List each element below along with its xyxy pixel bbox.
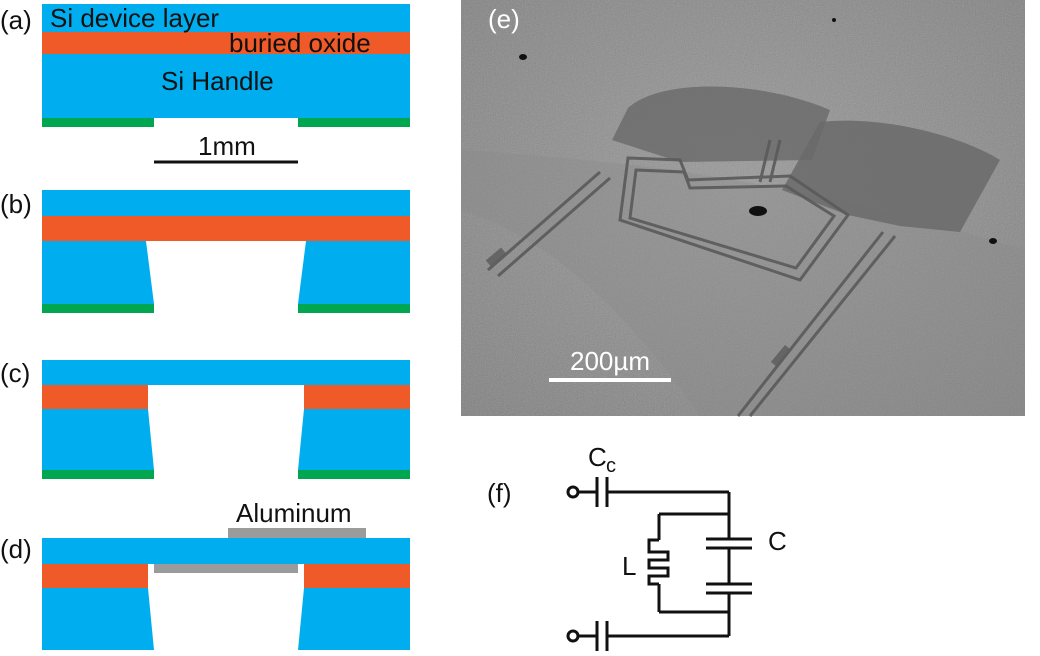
backside-mask-left-b [42,304,154,313]
buried-oxide-b [42,216,410,241]
buried-oxide-a [42,32,410,54]
buried-oxide-left-c [42,385,148,409]
label-inductor: L [622,551,636,581]
label-scale-200um: 200µm [570,346,650,376]
sem-capacitor-pad-right [782,120,1000,232]
panel-tag-b: (b) [0,189,32,219]
sem-particles [519,18,997,244]
buried-oxide-right-d [304,564,410,588]
si-handle-right-c [298,409,410,470]
panel-tag-d: (d) [0,534,32,564]
si-handle-left-c [42,409,154,470]
panel-f-circuit [566,477,752,651]
inductor-coil [647,538,670,586]
aluminum-top-d [228,528,366,538]
panel-tag-e: (e) [488,4,520,34]
panel-a: (a) Si device layer buried oxide Si Hand… [0,3,410,164]
sem-bond-pads [485,247,792,367]
label-buried-oxide: buried oxide [229,28,371,58]
label-aluminum: Aluminum [236,498,352,528]
panel-tag-f: (f) [487,478,512,508]
label-coupling-capacitor-subscript: c [606,455,616,477]
panel-c: (c) [0,358,410,479]
si-handle-a [42,54,410,118]
si-device-layer-d [42,538,410,564]
si-device-layer-c [42,360,410,385]
panel-b: (b) [0,189,410,313]
backside-mask-right-a [298,118,410,127]
aluminum-bottom-d [154,564,298,573]
backside-mask-right-b [298,304,410,313]
backside-mask-left-c [42,470,154,479]
label-si-handle: Si Handle [161,66,274,96]
sem-capacitor-pad-left [612,86,830,162]
label-coupling-capacitor: C [588,442,607,472]
si-handle-left-d [42,588,154,650]
buried-oxide-right-c [304,385,410,409]
si-handle-left-b [42,241,154,304]
backside-mask-left-a [42,118,154,127]
label-scale-1mm: 1mm [198,131,256,161]
buried-oxide-left-d [42,564,148,588]
si-device-layer-b [42,190,410,216]
panel-tag-c: (c) [0,358,30,388]
sem-resonator-traces [487,139,897,417]
terminal-bottom [566,629,580,643]
panel-e-sem-image: 200µm (e) [461,0,1025,417]
label-capacitor: C [768,526,787,556]
panel-d: (d) Aluminum [0,498,410,650]
label-si-device-layer: Si device layer [50,3,219,33]
si-device-layer-a [42,4,410,32]
backside-mask-right-c [298,470,410,479]
si-handle-right-d [298,588,410,650]
panel-f-labels: (f) C c L C [487,442,787,581]
si-handle-right-b [298,241,410,304]
terminal-top [566,485,580,499]
panel-tag-a: (a) [0,5,32,35]
